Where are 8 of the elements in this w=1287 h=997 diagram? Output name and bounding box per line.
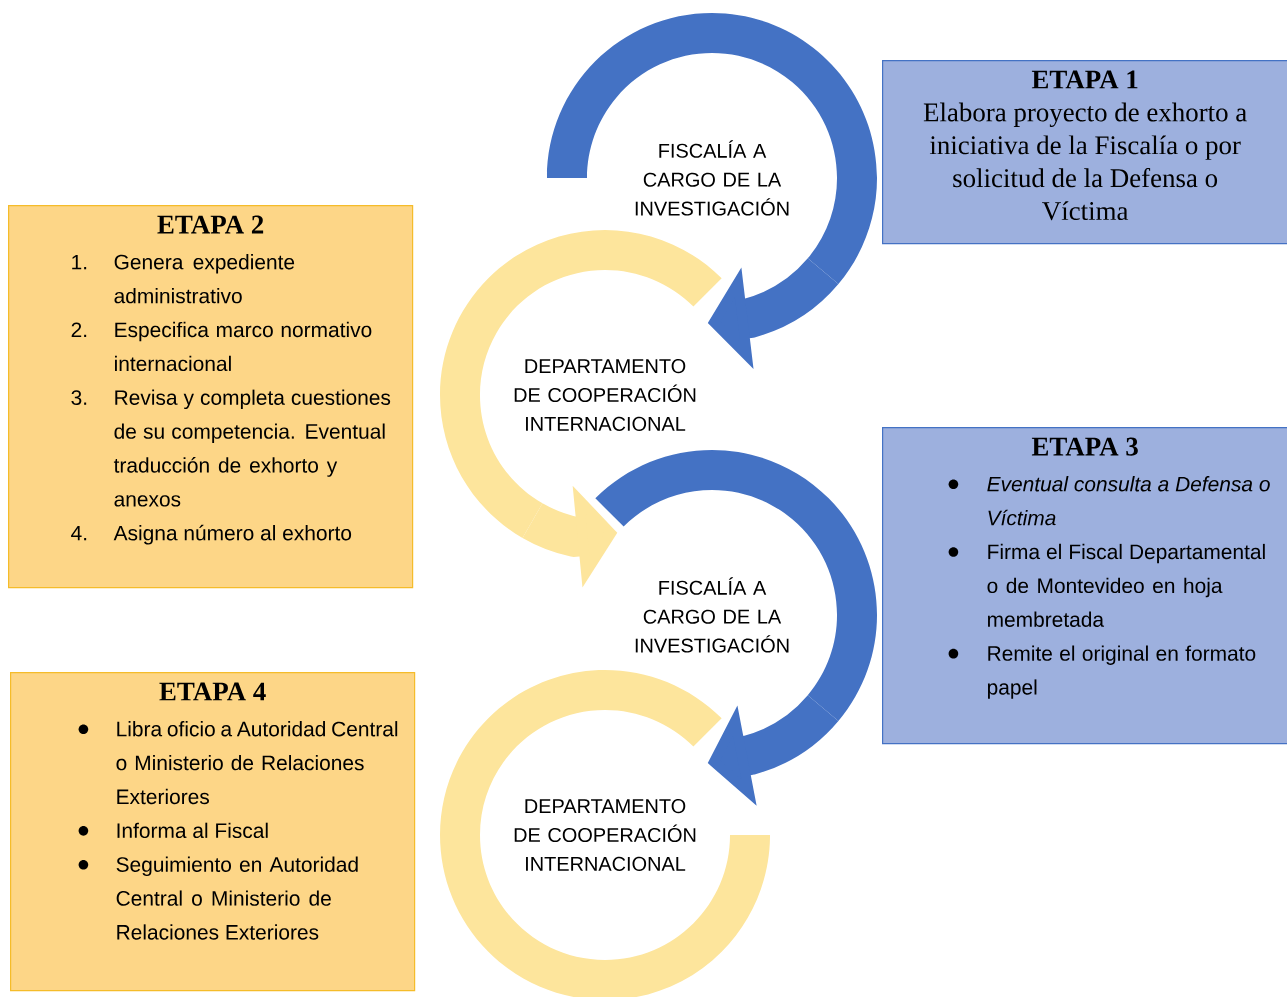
circular-band: FISCALÍA A CARGO DE LA INVESTIGACIÓN bbox=[595, 450, 877, 722]
stage-box: ETAPA 1 Elabora proyecto de exhorto a iniciativa de la Fiscalía o por solicitud de la Defensa o Víctima bbox=[882, 60, 1287, 245]
stage-box: ETAPA 3 Eventual consulta a Defensa o Víctima Firma el Fiscal Departamental o de Montevideo en hoja membretada Remite el original en formato papel bbox=[882, 427, 1287, 745]
circular-band: DEPARTAMENTO DE COOPERACIÓN INTERNACIONAL bbox=[440, 670, 770, 997]
stage-box: ETAPA 2 1. Genera expediente administrativo 2. Especifica marco normativo internacional 3. Revisa y completa cuestiones de su competencia. Eventual traducción de exhorto y anexos 4. Asigna número al exhorto bbox=[8, 205, 414, 589]
circular-band: DEPARTAMENTO DE COOPERACIÓN INTERNACIONAL bbox=[440, 230, 722, 538]
stage-box: ETAPA 4 Libra oficio a Autoridad Central o Ministerio de Relaciones Exteriores Informa al Fiscal Seguimiento en Autoridad Central o Ministerio de Relaciones Exteriores bbox=[10, 672, 416, 992]
circular-band: FISCALÍA A CARGO DE LA INVESTIGACIÓN bbox=[547, 13, 877, 285]
